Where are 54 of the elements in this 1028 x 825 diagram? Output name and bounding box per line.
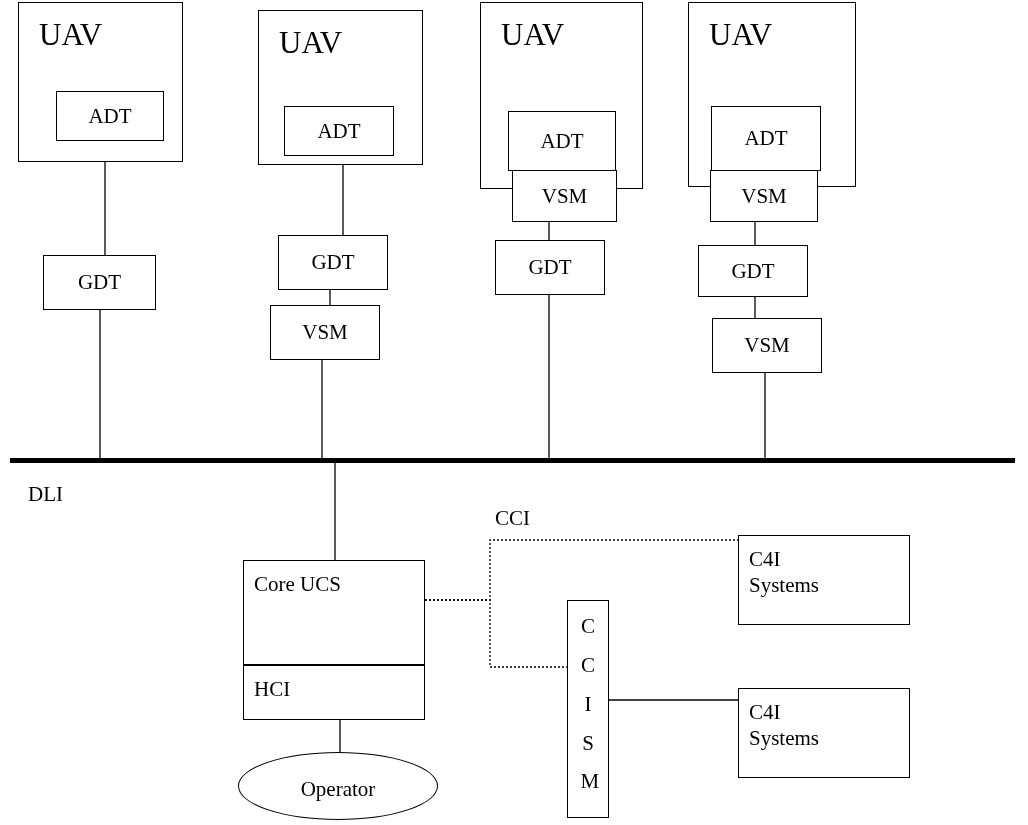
node-label: VSM: [302, 322, 348, 343]
node-label: UAV: [39, 19, 103, 50]
component-box: [738, 688, 910, 778]
node-label: VSM: [744, 335, 790, 356]
component-box: [43, 255, 156, 310]
component-box: [698, 245, 808, 297]
component-box: [712, 318, 822, 373]
node-label: C4I Systems: [749, 699, 820, 752]
node-label: UAV: [501, 19, 565, 50]
connector-line: [608, 699, 739, 701]
connector-line: [334, 462, 336, 561]
component-box: [278, 235, 388, 290]
component-box: [270, 305, 380, 360]
component-box: [284, 106, 394, 156]
component-box: [243, 560, 425, 665]
node-label: ADT: [744, 128, 788, 149]
component-box: [495, 240, 605, 295]
node-label: GDT: [77, 272, 122, 293]
node-label: GDT: [528, 257, 572, 278]
component-box: [56, 91, 164, 141]
connector-line: [548, 221, 550, 241]
connector-line: [754, 221, 756, 246]
node-label: GDT: [731, 260, 775, 282]
connector-line: [321, 359, 323, 459]
connector-line: [764, 372, 766, 459]
connector-line: [99, 309, 101, 459]
node-label: VSM: [741, 185, 787, 207]
node-label: HCI: [254, 676, 291, 703]
component-box: [243, 665, 425, 720]
node-label: Core UCS: [254, 571, 341, 598]
component-box: [512, 170, 617, 222]
interface-label: DLI: [28, 484, 63, 505]
connector-line: [339, 719, 341, 753]
connector-line: [329, 289, 331, 306]
uav-box: [688, 2, 856, 187]
component-box: [508, 111, 616, 171]
node-label: VSM: [541, 185, 588, 207]
component-box: [710, 170, 818, 222]
node-label: Operator: [300, 779, 376, 803]
node-label: GDT: [311, 252, 355, 273]
uav-box: [258, 10, 423, 165]
node-label: ADT: [317, 120, 361, 142]
uav-box: [480, 2, 643, 189]
node-label: UAV: [709, 19, 773, 50]
node-label: ADT: [540, 130, 584, 152]
node-label: UAV: [279, 27, 343, 58]
component-box: [711, 106, 821, 171]
node-label: ADT: [88, 105, 132, 127]
vertical-box: [567, 600, 609, 818]
component-box: [738, 535, 910, 625]
connector-line: [548, 294, 550, 459]
connector-line: [754, 296, 756, 319]
uav-box: [18, 2, 183, 162]
node-label: C4I Systems: [749, 546, 820, 599]
